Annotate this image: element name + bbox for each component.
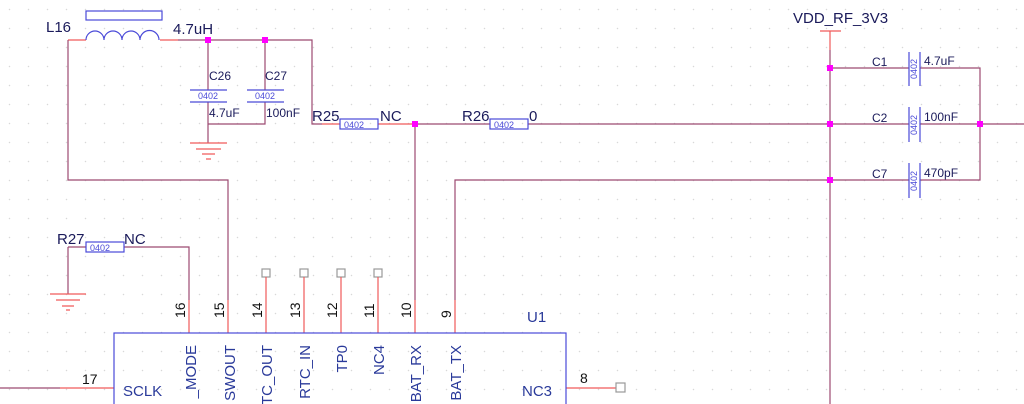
pin-number: 15 xyxy=(211,302,227,318)
cap-package: 0402 xyxy=(909,171,919,191)
test-point[interactable] xyxy=(615,382,626,393)
pin-label: BAT_RX xyxy=(408,345,425,402)
resistor-ref: R26 xyxy=(462,108,490,125)
pin-label: _MODE xyxy=(183,345,200,399)
pin-number: 8 xyxy=(580,370,588,386)
pin-label: BAT_TX xyxy=(448,345,465,401)
cap-ref: C1 xyxy=(872,55,888,69)
pin-label: TP0 xyxy=(334,345,351,373)
cap-value: 4.7uF xyxy=(924,54,955,68)
cap-package: 0402 xyxy=(255,91,275,101)
pin-stubs xyxy=(188,300,456,333)
cap-ref: C26 xyxy=(209,69,231,83)
pin-number: 13 xyxy=(287,302,303,318)
pin-label: SCLK xyxy=(123,383,162,400)
capacitor-c26[interactable]: C26 0402 4.7uF xyxy=(190,40,240,143)
resistor-package: 0402 xyxy=(344,120,364,130)
test-points[interactable] xyxy=(261,268,383,300)
pin-label: RTC_IN xyxy=(297,345,314,399)
pin-label: NC3 xyxy=(522,383,552,400)
pin-label: SWOUT xyxy=(222,345,239,401)
resistor-value: NC xyxy=(380,108,402,125)
net-label-vdd: VDD_RF_3V3 xyxy=(793,10,888,27)
inductor-ref: L16 xyxy=(46,19,71,36)
pin-labels: _MODE SWOUT TC_OUT RTC_IN TP0 NC4 BAT_RX… xyxy=(123,345,552,404)
pin-number: 12 xyxy=(324,302,340,318)
cap-value: 470pF xyxy=(924,166,958,180)
cap-value: 100nF xyxy=(266,106,300,120)
capacitor-c1[interactable]: C1 0402 4.7uF xyxy=(872,52,955,86)
chip-u1[interactable]: U1 16 15 14 13 12 11 10 9 17 8 _MODE SWO… xyxy=(82,302,588,404)
cap-value: 4.7uF xyxy=(209,106,240,120)
pin-label: NC4 xyxy=(371,345,388,375)
wire xyxy=(830,67,1024,181)
wire xyxy=(414,124,830,300)
cap-package: 0402 xyxy=(198,91,218,101)
capacitor-c7[interactable]: C7 0402 470pF xyxy=(872,163,958,198)
wire xyxy=(178,39,322,125)
resistor-package: 0402 xyxy=(494,120,514,130)
pin-number: 11 xyxy=(361,303,377,318)
pin-label: TC_OUT xyxy=(259,345,276,404)
pin-number: 14 xyxy=(249,302,265,318)
cap-package: 0402 xyxy=(909,59,919,79)
resistor-r27[interactable]: R27 0402 NC xyxy=(57,231,190,300)
cap-ref: C2 xyxy=(872,111,888,125)
pin-number: 9 xyxy=(438,310,454,318)
pin-number: 16 xyxy=(172,302,188,318)
pin-number: 17 xyxy=(82,371,98,387)
resistor-r26[interactable]: R26 0402 0 xyxy=(415,108,830,130)
junction-dots xyxy=(205,37,983,183)
power-symbol xyxy=(820,30,841,50)
inductor-l16[interactable]: L16 4.7uH xyxy=(46,10,213,41)
ground-symbol xyxy=(50,293,86,311)
cap-package: 0402 xyxy=(909,115,919,135)
pin-numbers: 16 15 14 13 12 11 10 9 17 8 xyxy=(82,302,588,387)
capacitor-c27[interactable]: C27 0402 100nF xyxy=(208,40,300,125)
resistor-ref: R27 xyxy=(57,231,85,248)
chip-ref: U1 xyxy=(527,309,546,326)
resistor-value: NC xyxy=(124,231,146,248)
resistor-value: 0 xyxy=(529,108,537,125)
ground-symbol xyxy=(190,142,227,160)
cap-ref: C27 xyxy=(265,69,287,83)
resistor-ref: R25 xyxy=(312,108,340,125)
resistor-package: 0402 xyxy=(90,243,110,253)
capacitor-c2[interactable]: C2 0402 100nF xyxy=(872,107,958,142)
cap-ref: C7 xyxy=(872,167,888,181)
wire xyxy=(67,40,229,300)
inductor-value: 4.7uH xyxy=(173,21,213,38)
resistor-r25[interactable]: R25 0402 NC xyxy=(312,108,415,130)
cap-value: 100nF xyxy=(924,110,958,124)
pin-number: 10 xyxy=(398,302,414,318)
